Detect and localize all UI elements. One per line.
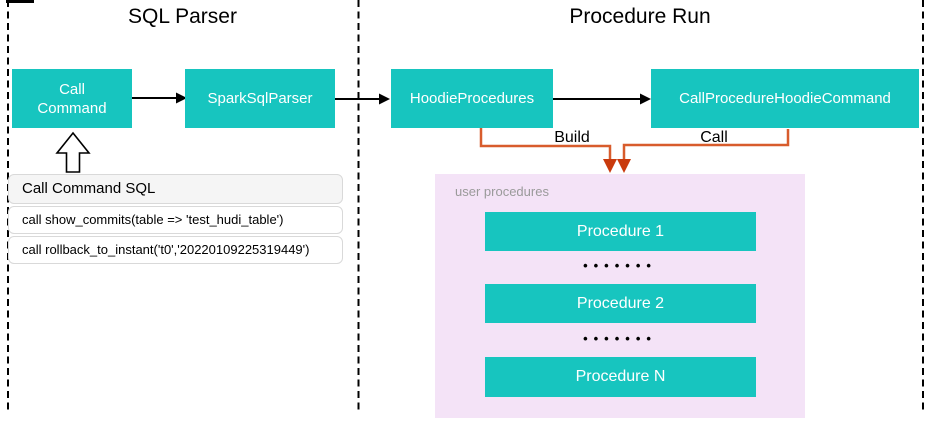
sql-statement-row: call rollback_to_instant('t0','202201092… [8, 236, 343, 264]
node-call-command: Call Command [12, 69, 132, 128]
region-title-procedure-run: Procedure Run [569, 5, 711, 28]
ellipsis-row: ••••••• [583, 331, 657, 346]
sql-panel-header: Call Command SQL [8, 174, 343, 204]
procedure-box: Procedure 2 [485, 284, 756, 323]
procedure-box: Procedure 1 [485, 212, 756, 251]
hollow-up-arrow [55, 131, 91, 173]
arrow-call-command-to-parser [132, 92, 187, 104]
sql-statement-row: call show_commits(table => 'test_hudi_ta… [8, 206, 343, 234]
arrow-procedures-to-command [553, 93, 651, 105]
node-hoodie-procedures: HoodieProcedures [391, 69, 553, 128]
edge-label-build: Build [554, 129, 590, 146]
ellipsis-row: ••••••• [583, 258, 657, 273]
region-title-sql-parser: SQL Parser [128, 5, 237, 28]
edge-label-call: Call [700, 129, 728, 146]
user-procedures-label: user procedures [455, 184, 549, 199]
user-procedures-panel: user procedures Procedure 1 ••••••• Proc… [435, 174, 805, 418]
node-call-procedure-hoodie-command: CallProcedureHoodieCommand [651, 69, 919, 128]
procedure-box: Procedure N [485, 357, 756, 397]
node-spark-sql-parser: SparkSqlParser [185, 69, 335, 128]
arrow-parser-to-procedures [335, 93, 390, 105]
